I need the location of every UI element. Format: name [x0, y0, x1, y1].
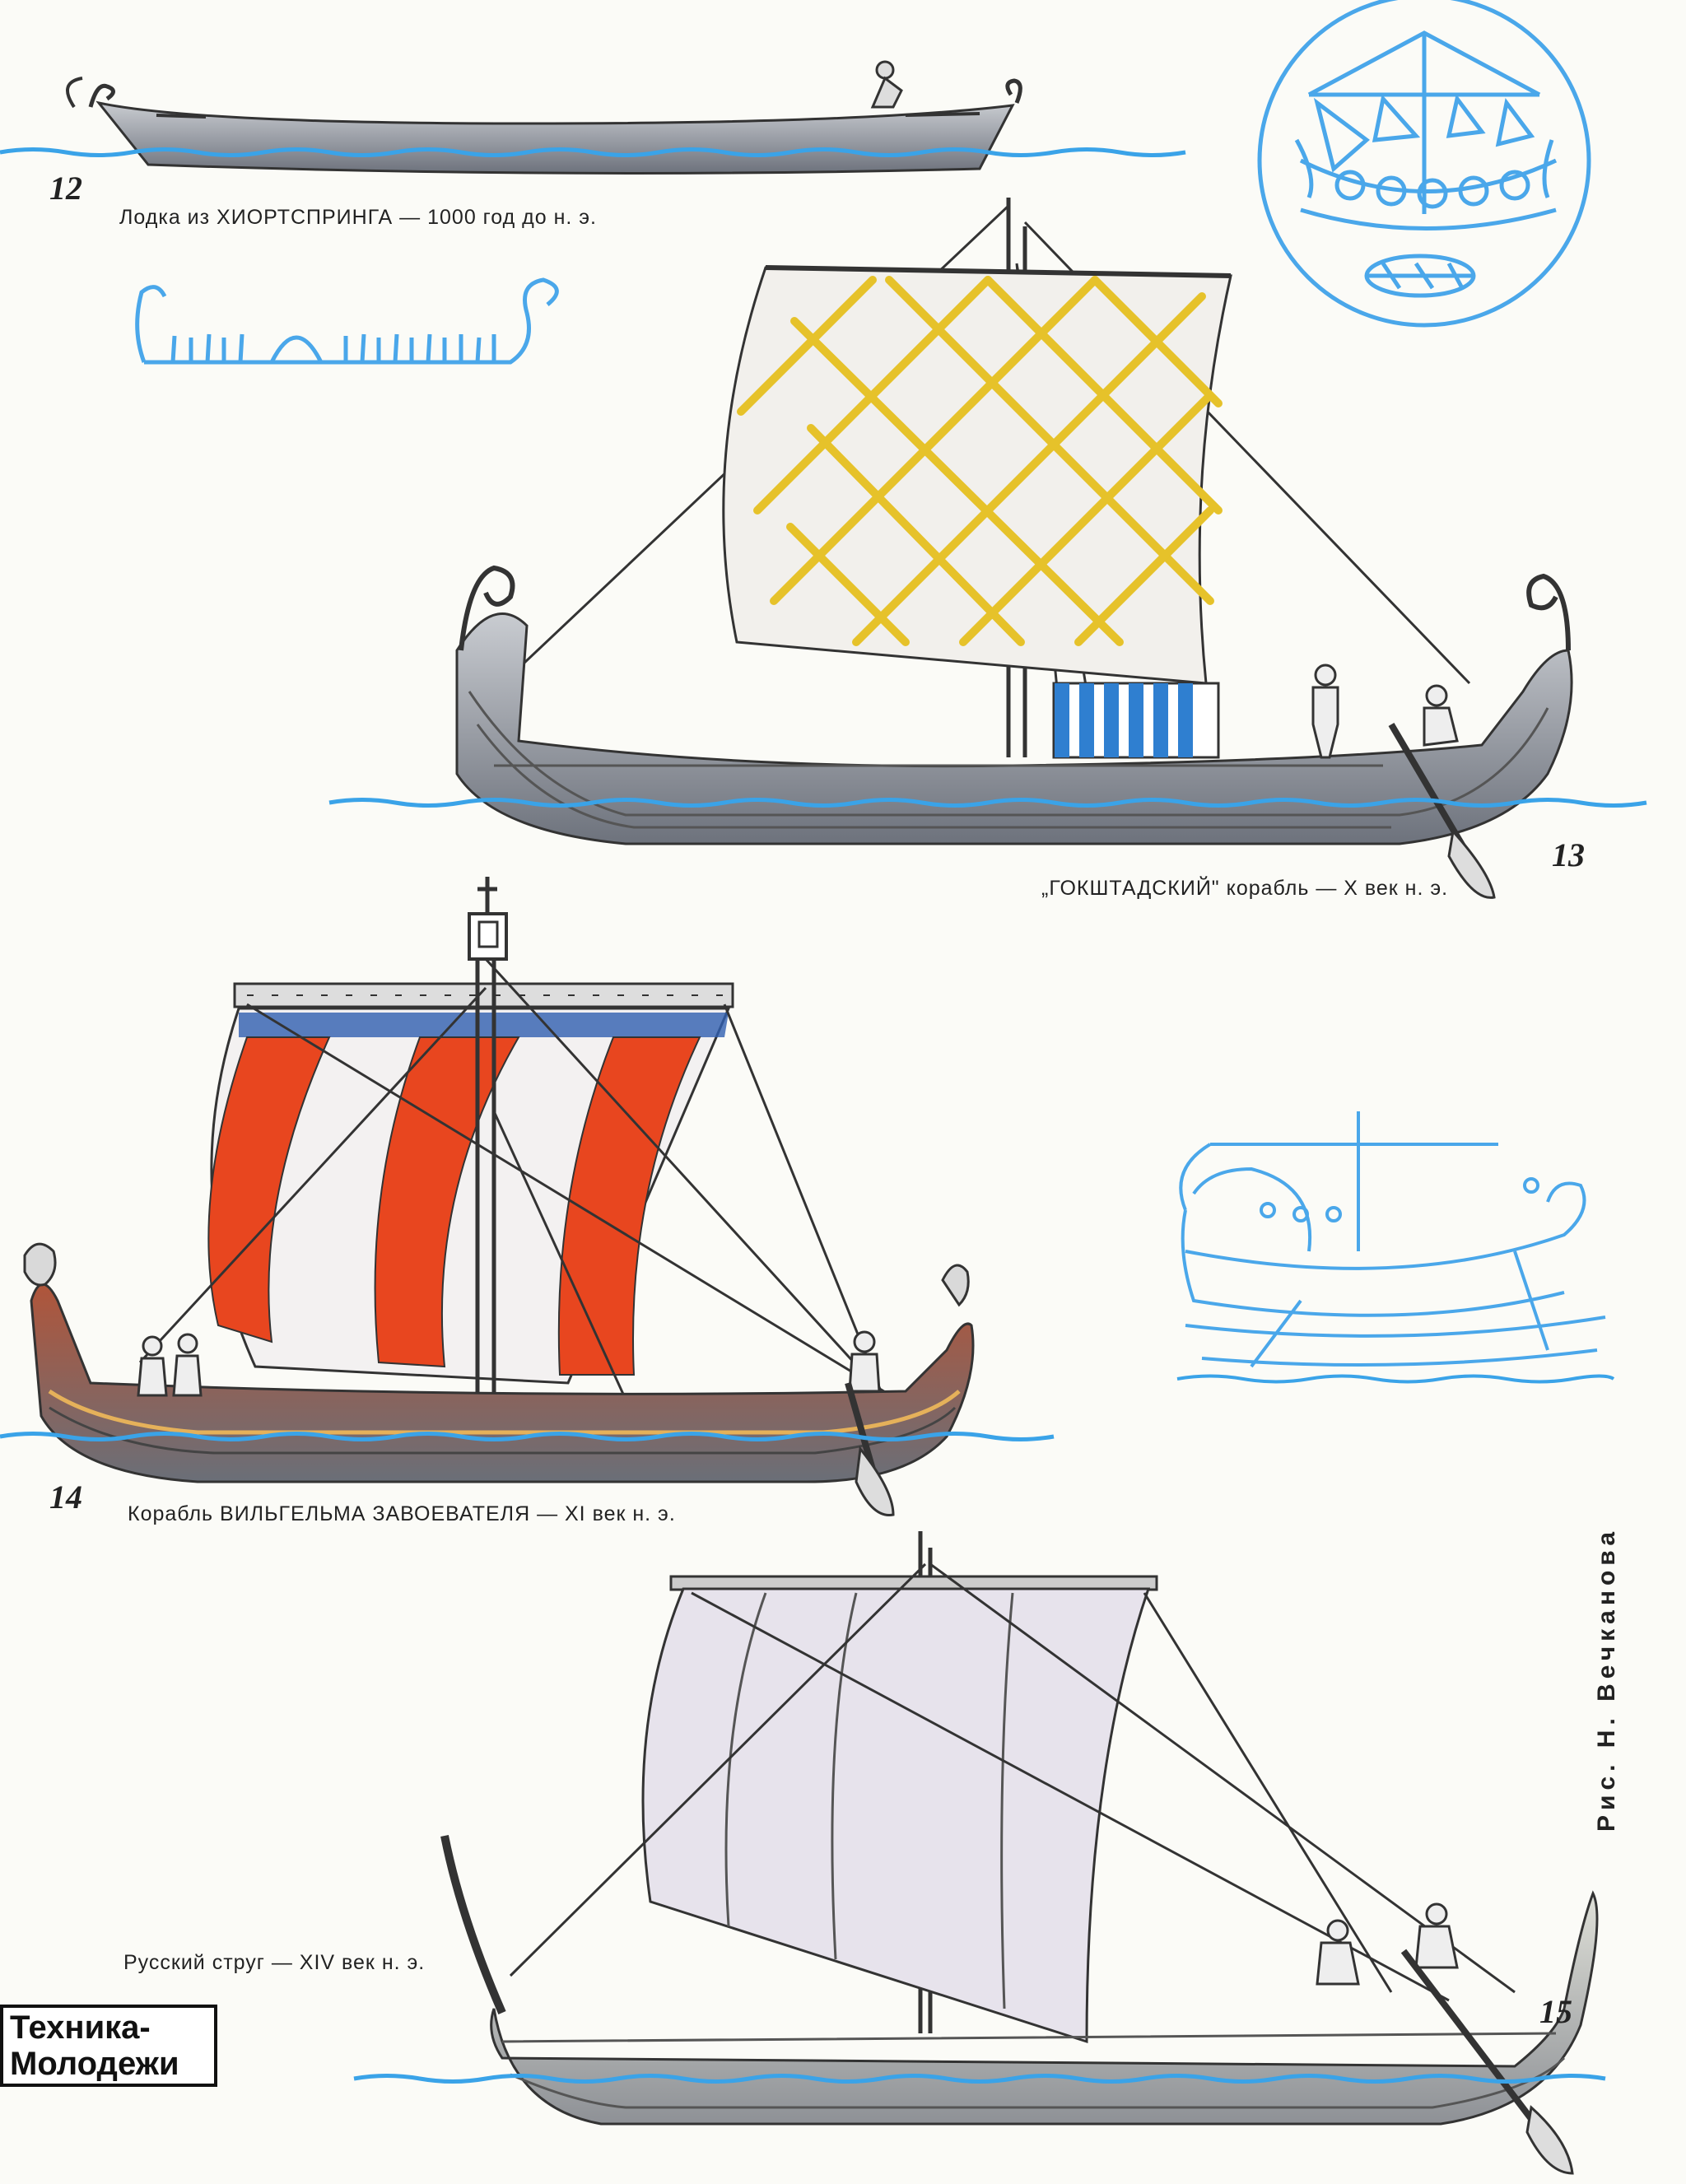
figure-caption-14: Корабль ВИЛЬГЕЛЬМА ЗАВОЕВАТЕЛЯ — XI век … [128, 1502, 676, 1525]
gokstad-ship-drawing [455, 198, 1573, 899]
hjortspring-boat-drawing [66, 60, 1022, 175]
rower-figure [870, 60, 903, 109]
logo-line-2: Молодежи [10, 2046, 179, 2082]
logo-line-1: Техника- [10, 2009, 151, 2046]
figure-caption-12: Лодка из ХИОРТСПРИНГА — 1000 год до н. э… [119, 206, 597, 229]
steersman-figure [1423, 684, 1459, 747]
crew-figure [137, 1330, 881, 1397]
water-line-12 [0, 147, 1186, 157]
water-line-13 [328, 798, 1647, 808]
russian-strug-drawing [440, 1531, 1599, 2175]
shield-row [1052, 682, 1220, 759]
tapestry-ship-sketch [1179, 1111, 1606, 1368]
figure-number-13: 13 [1552, 836, 1585, 873]
figure-caption-15: Русский струг — XIV век н. э. [123, 1951, 426, 1974]
crew-figure [1316, 1902, 1459, 1986]
figure-number-15: 15 [1539, 1993, 1572, 2030]
crew-figure [1311, 664, 1339, 759]
rock-carving-sketch [135, 277, 559, 365]
magazine-logo: Техника- Молодежи [0, 2005, 217, 2087]
figure-number-12: 12 [49, 170, 82, 207]
water-line-15 [353, 2074, 1606, 2084]
figure-number-14: 14 [49, 1479, 82, 1516]
figure-caption-13: „ГОКШТАДСКИЙ" корабль — X век н. э. [1041, 877, 1449, 900]
illustrator-credit: Рис. Н. Вечканова [1593, 1526, 1620, 1832]
water-line-14 [0, 1432, 1055, 1441]
coin-ship-sketch [1257, 0, 1591, 328]
william-ship-drawing [23, 877, 975, 1516]
